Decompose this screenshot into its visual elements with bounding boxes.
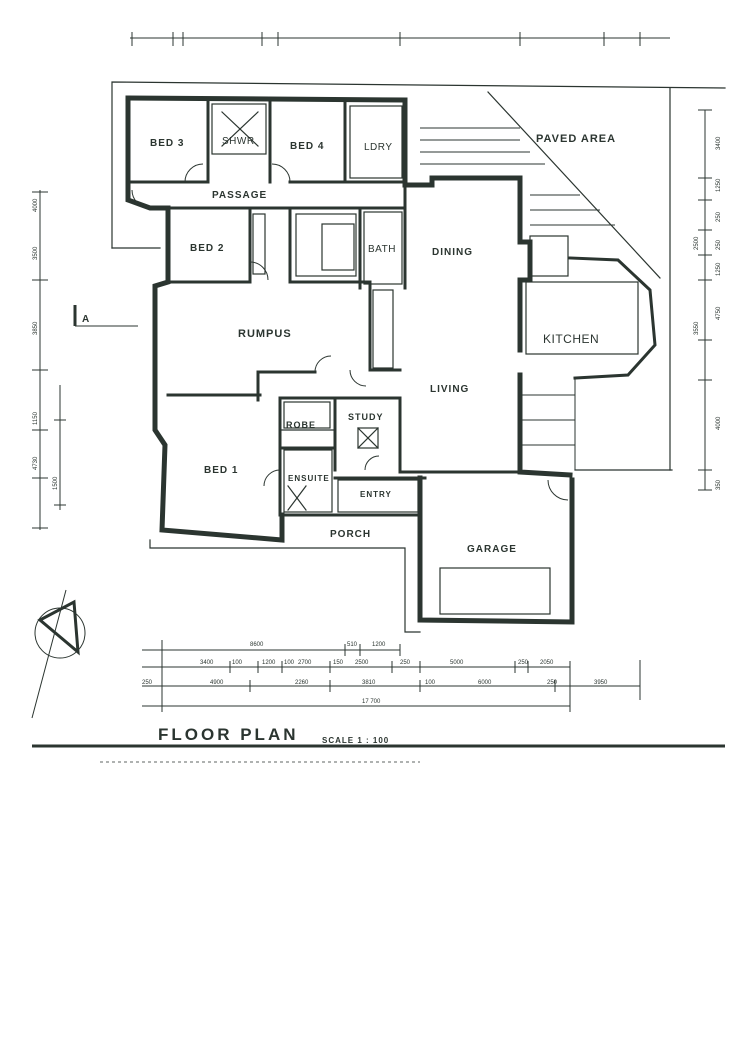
dim-side-left-2: 3850 <box>33 321 39 335</box>
room-label-dining: DINING <box>432 247 473 258</box>
dim-row1-2: 1200 <box>372 642 386 648</box>
room-label-bath: BATH <box>368 244 396 255</box>
dim-side-right-1: 1250 <box>716 178 722 192</box>
dim-row2-2: 1200 <box>262 660 276 666</box>
dim-side-right-4: 250 <box>716 239 722 250</box>
room-label-porch: PORCH <box>330 529 371 540</box>
top-boundary-ticks <box>130 32 670 46</box>
dim-row2-5: 150 <box>333 660 344 666</box>
section-label: A <box>82 314 90 325</box>
dim-side-right-2: 250 <box>716 211 722 222</box>
dim-row3-7: 3950 <box>594 680 608 686</box>
dim-side-right-9: 350 <box>716 479 722 490</box>
dim-row1-1: 510 <box>347 642 358 648</box>
internal-walls <box>126 98 522 517</box>
right-dimension-line <box>698 109 712 491</box>
dim-row2-10: 2050 <box>540 660 554 666</box>
dim-side-left-4: 4730 <box>33 456 39 470</box>
room-label-bed3: BED 3 <box>150 138 184 149</box>
room-label-robe: ROBE <box>286 420 316 430</box>
bottom-dimension-lines <box>142 640 641 712</box>
dim-row2-8: 5000 <box>450 660 464 666</box>
dim-total: 17 700 <box>362 699 381 705</box>
section-marker <box>73 305 138 327</box>
dim-side-right-7: 3550 <box>694 321 700 335</box>
dim-row2-7: 250 <box>400 660 411 666</box>
north-arrow-icon <box>31 589 86 719</box>
dim-row3-6: 250 <box>547 680 558 686</box>
room-label-bed2: BED 2 <box>190 243 224 254</box>
dim-row3-0: 250 <box>142 680 153 686</box>
dim-side-right-3: 2500 <box>694 236 700 250</box>
dim-side-right-6: 4750 <box>716 306 722 320</box>
dim-side-right-5: 1250 <box>716 262 722 276</box>
room-label-bed4: BED 4 <box>290 141 324 152</box>
room-label-garage: GARAGE <box>467 544 517 555</box>
room-label-rumpus: RUMPUS <box>238 328 292 340</box>
room-label-bed1: BED 1 <box>204 465 238 476</box>
paved-area-outline <box>420 91 661 279</box>
dim-row1-0: 8600 <box>250 642 264 648</box>
dim-row3-3: 3810 <box>362 680 376 686</box>
site-outline <box>111 81 726 471</box>
dim-row2-3: 100 <box>284 660 295 666</box>
dim-row2-0: 3400 <box>200 660 214 666</box>
dim-side-left-0: 4000 <box>33 198 39 212</box>
dim-row3-4: 100 <box>425 680 436 686</box>
door-swings <box>131 163 569 501</box>
room-label-entry: ENTRY <box>360 490 392 499</box>
room-label-living: LIVING <box>430 384 469 395</box>
left-dimension-line <box>32 190 66 530</box>
dim-side-left-3: 1150 <box>33 411 39 425</box>
dim-side-right-8: 4000 <box>716 416 722 430</box>
fixtures <box>149 103 639 633</box>
room-label-shower: SHWR <box>222 136 255 147</box>
room-label-passage: PASSAGE <box>212 190 267 201</box>
dim-row2-1: 100 <box>232 660 243 666</box>
room-label-paved-area: PAVED AREA <box>536 133 616 145</box>
dim-row2-9: 250 <box>518 660 529 666</box>
dim-row3-1: 4900 <box>210 680 224 686</box>
room-label-study: STUDY <box>348 412 384 422</box>
dim-side-left-1: 3500 <box>33 246 39 260</box>
drawing-scale: SCALE 1 : 100 <box>322 736 389 745</box>
dim-row3-2: 2260 <box>295 680 309 686</box>
room-label-laundry: LDRY <box>364 142 393 153</box>
dim-row2-6: 2500 <box>355 660 369 666</box>
dim-row2-4: 2700 <box>298 660 312 666</box>
room-label-kitchen: KITCHEN <box>543 332 599 346</box>
dim-side-left-5: 1500 <box>53 476 59 490</box>
dim-side-right-0: 3400 <box>716 136 722 150</box>
room-label-ensuite: ENSUITE <box>288 474 330 483</box>
dim-row3-5: 6000 <box>478 680 492 686</box>
drawing-title: FLOOR PLAN <box>158 725 299 744</box>
